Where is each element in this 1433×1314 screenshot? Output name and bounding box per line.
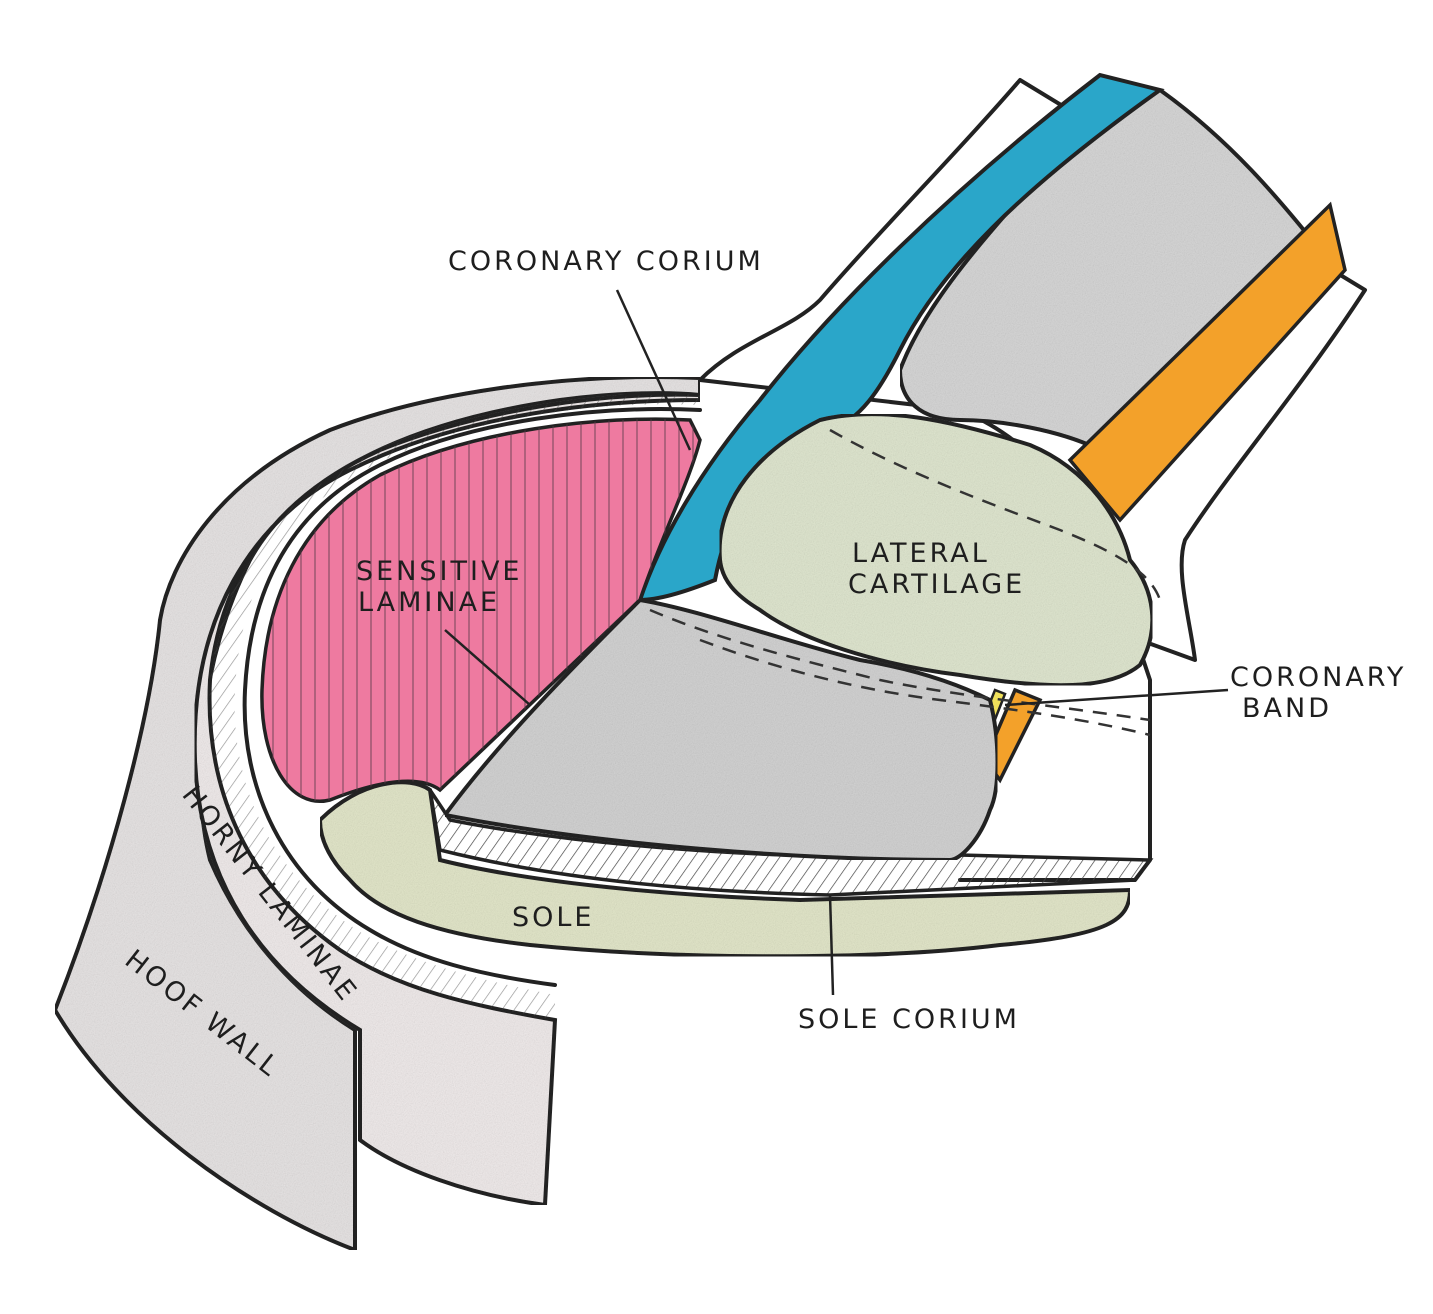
label-lateral-cartilage: LATERAL CARTILAGE (848, 538, 1025, 600)
leader-coronary-corium (615, 289, 692, 451)
label-lateral-cartilage-line2: CARTILAGE (848, 569, 1026, 601)
label-sole: SOLE (512, 902, 595, 933)
label-coronary-band: CORONARY BAND (1230, 662, 1406, 724)
sole-region (317, 780, 1133, 959)
label-sensitive-laminae-line2: LAMINAE (358, 587, 501, 619)
hidden-outline-3 (699, 638, 1151, 737)
sensitive-laminae-lines (261, 419, 700, 802)
inner-wall-edge (242, 407, 702, 987)
leader-coronary-band (1004, 688, 1229, 707)
lateral-cartilage-region (717, 412, 1155, 688)
hidden-outline-1 (829, 428, 1162, 601)
label-sensitive-laminae: SENSITIVE LAMINAE (356, 556, 522, 618)
label-coronary-band-line1: CORONARY (1230, 662, 1407, 693)
label-sole-corium: SOLE CORIUM (798, 1004, 1020, 1035)
label-lateral-cartilage-line1: LATERAL (852, 538, 990, 569)
label-coronary-band-line2: BAND (1242, 693, 1332, 725)
hidden-outline-2 (649, 608, 1151, 722)
leader-sensitive-laminae (444, 629, 531, 706)
label-sensitive-laminae-line1: SENSITIVE (356, 556, 523, 587)
pastern-bone (897, 87, 1323, 453)
label-coronary-corium: CORONARY CORIUM (448, 246, 764, 277)
leader-sole-corium (828, 894, 835, 996)
